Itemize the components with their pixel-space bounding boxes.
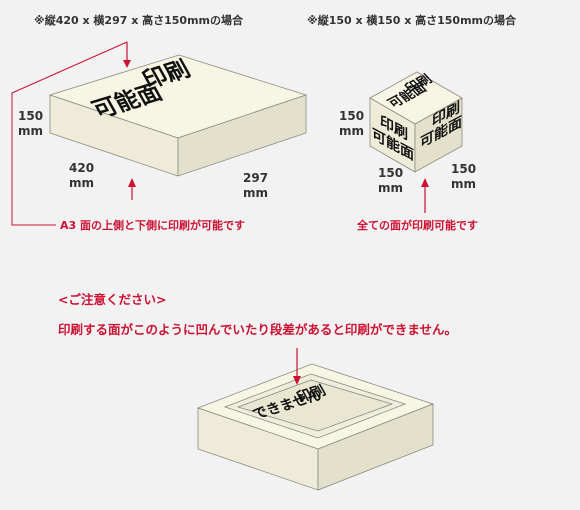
cube-height-unit: mm [339,124,364,138]
cube-depth-unit: mm [451,177,476,191]
large-box-side-face [177,94,307,177]
recessed-box-text-line1: 印刷 [294,382,329,405]
caution-heading: <ご注意ください> [58,292,166,307]
recessed-box-arrow [293,348,301,385]
cube-note: 全ての面が印刷可能です [356,218,478,232]
large-box-width-unit: mm [69,176,94,190]
cube-title: ※縦150 x 横150 x 高さ150mmの場合 [307,13,517,27]
large-box-top-arrow [123,42,131,68]
cube-depth-value: 150 [451,162,476,176]
caution-text: 印刷する面がこのように凹んでいたり段差があると印刷ができません。 [58,322,457,337]
large-box-height-value: 150 [18,109,43,123]
large-box-leader-line [11,41,128,226]
cube-side-face [414,97,463,173]
large-box-bottom-arrow [128,178,136,200]
cube-width-unit: mm [378,181,403,195]
large-box-height-unit: mm [18,124,43,138]
cube-box: 印刷 可能面 印刷 可能面 印刷 可能面 [369,71,463,173]
recessed-box-side-face [317,403,434,491]
large-box-note: A3 面の上側と下側に印刷が可能です [60,218,245,232]
large-box-depth-value: 297 [243,171,268,185]
recessed-box: 印刷 できません [196,363,435,491]
cube-height-value: 150 [339,109,364,123]
large-box-width-value: 420 [69,161,94,175]
recess-inner-floor [236,379,394,432]
large-box: 印刷 可能面 [48,54,308,177]
cube-width-value: 150 [378,166,403,180]
large-box-title: ※縦420 x 横297 x 高さ150mmの場合 [34,13,244,27]
large-box-depth-unit: mm [243,186,268,200]
cube-arrow [421,178,429,213]
